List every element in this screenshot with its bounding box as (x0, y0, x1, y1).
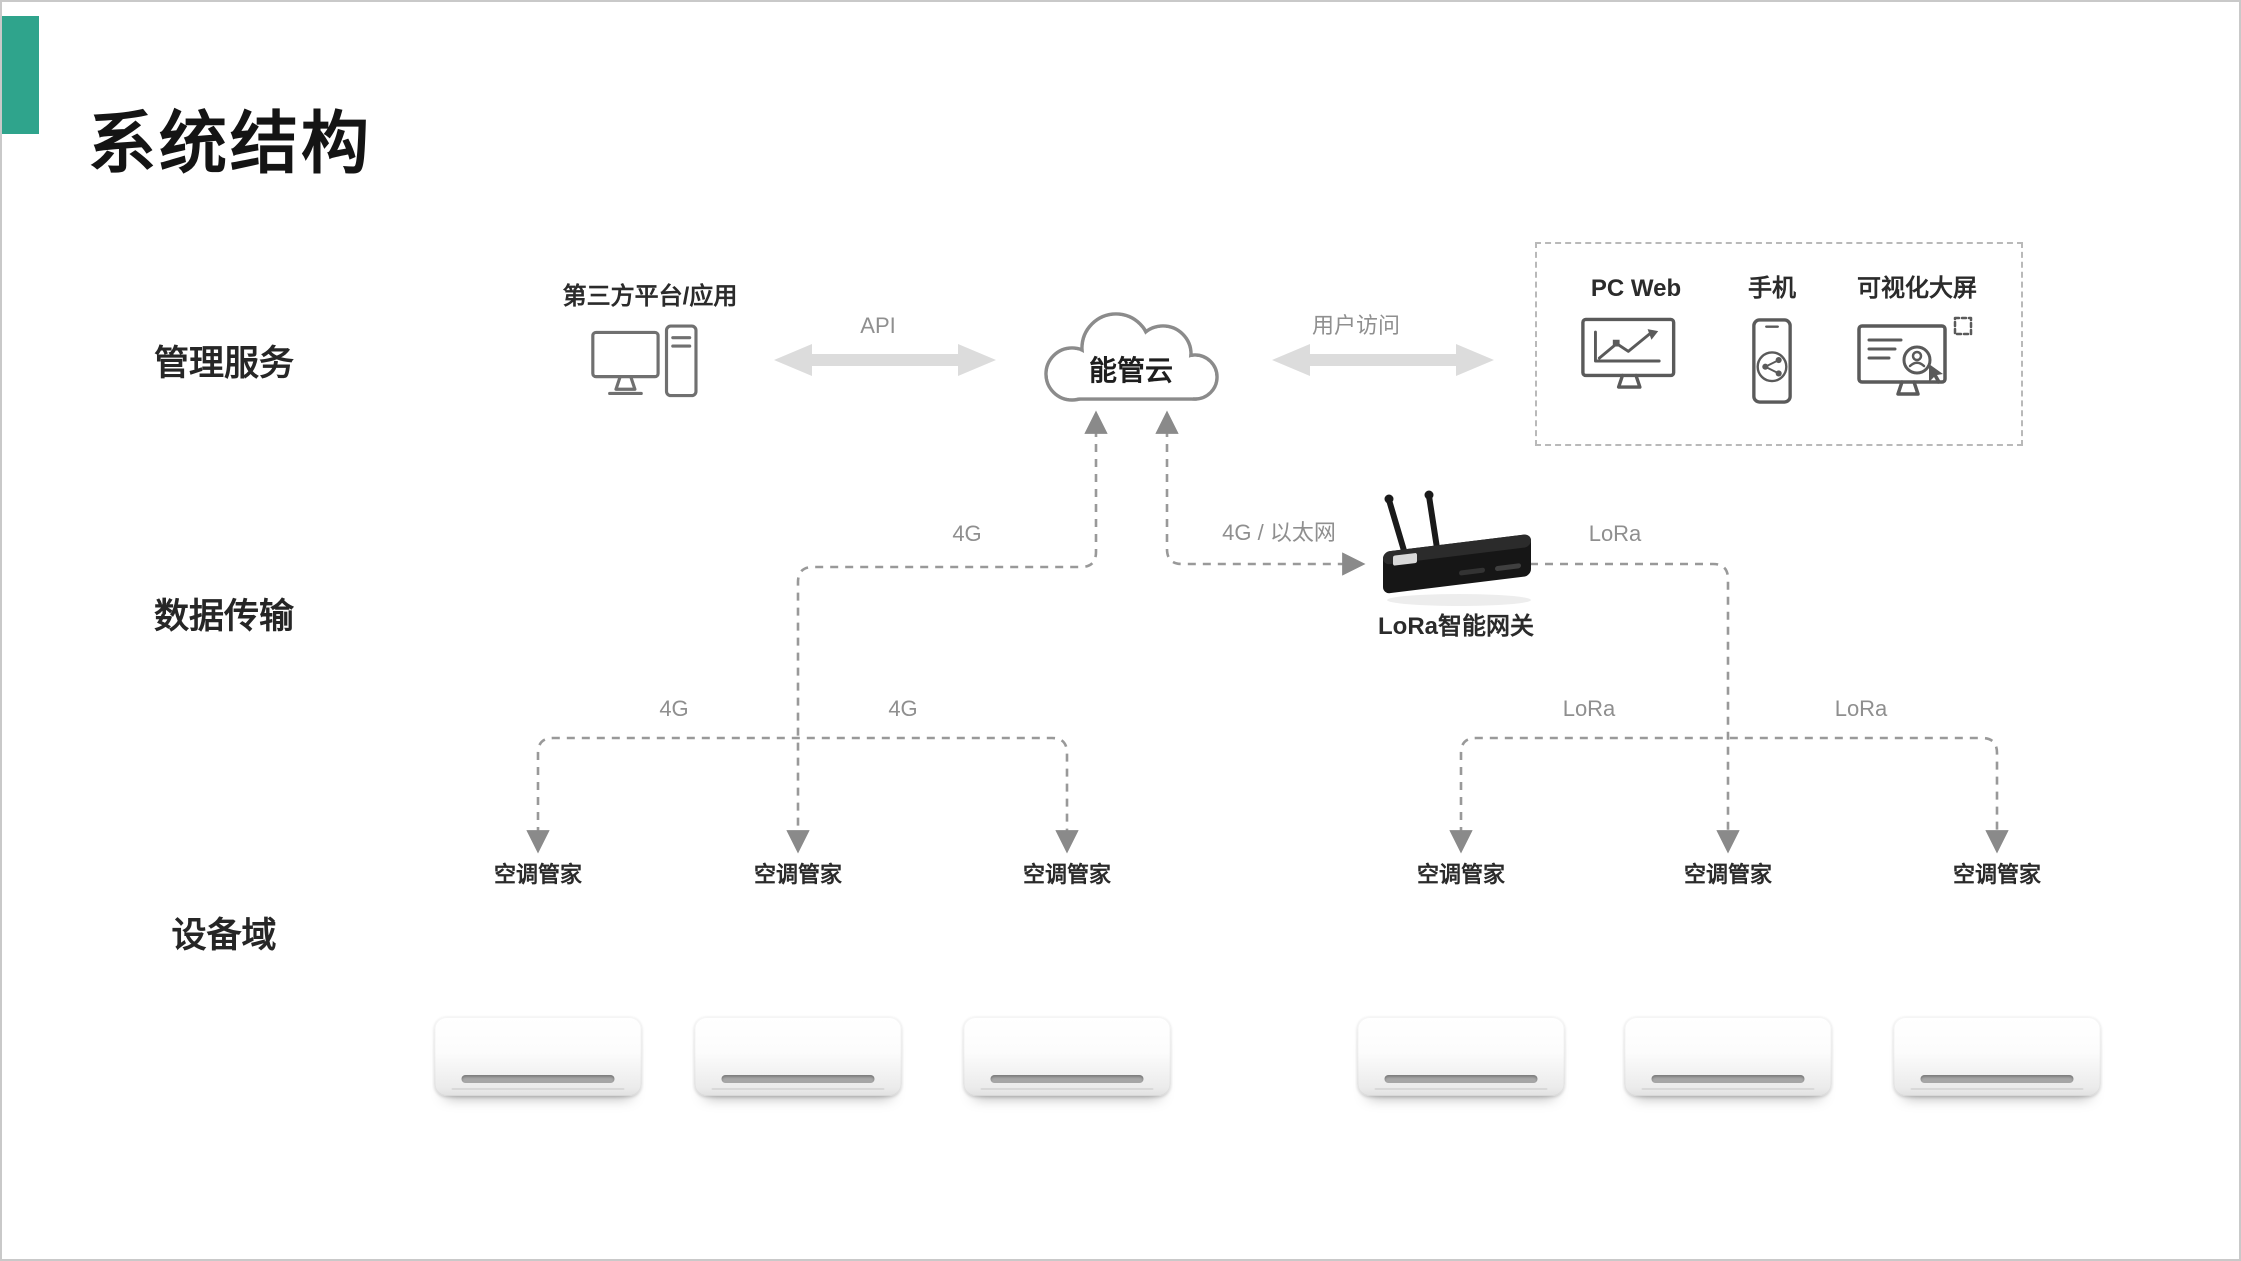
row-label-management: 管理服务 (153, 344, 295, 383)
link-label-4g-branch-right: 4G (888, 696, 918, 721)
device-column-3: 空调管家 (963, 860, 1171, 1096)
page-title: 系统结构 (88, 105, 373, 182)
air-conditioner-unit (1893, 1017, 2101, 1096)
link-label-4g-cloud: 4G (952, 521, 982, 546)
visualization-screen-icon (1857, 316, 1973, 396)
mobile-phone-icon (1752, 318, 1792, 404)
link-cloud-4g-to-butler2 (786, 410, 1108, 854)
user-access-double-arrow-icon (1272, 344, 1494, 376)
ac-butler-label: 空调管家 (1416, 862, 1505, 887)
link-label-lora-branch-left: LoRa (1562, 696, 1616, 721)
device-column-1: 空调管家 (434, 860, 642, 1096)
client-mobile-phone-label: 手机 (1748, 275, 1796, 302)
third-party-platform-node: 第三方平台/应用 (562, 282, 738, 404)
device-column-5: 空调管家 (1624, 860, 1832, 1096)
link-label-lora-branch-right: LoRa (1834, 696, 1888, 721)
cloud-icon: 能管云 (1044, 312, 1219, 402)
link-label-lora-gateway: LoRa (1588, 521, 1642, 546)
air-conditioner-unit (963, 1017, 1171, 1096)
client-visualization-screen-label: 可视化大屏 (1857, 275, 1977, 302)
air-conditioner-unit (434, 1017, 642, 1096)
link-label-4g-branch-left: 4G (659, 696, 689, 721)
link-4g-branch-butler1-butler3 (526, 736, 1079, 854)
clients-box: PC Web 手机 可视化大屏 (1535, 242, 2023, 446)
user-access-label: 用户访问 (1311, 313, 1401, 338)
ac-butler-label: 空调管家 (753, 862, 842, 887)
ac-butler-label: 空调管家 (1022, 862, 1111, 887)
air-conditioner-unit (1624, 1017, 1832, 1096)
client-pc-web-label: PC Web (1590, 275, 1682, 302)
device-column-4: 空调管家 (1357, 860, 1565, 1096)
device-column-2: 空调管家 (694, 860, 902, 1096)
client-mobile-phone: 手机 (1748, 274, 1796, 406)
lora-gateway-label: LoRa智能网关 (1378, 613, 1534, 640)
air-conditioner-unit (1357, 1017, 1565, 1096)
desktop-computer-icon (591, 324, 698, 398)
client-visualization-screen: 可视化大屏 (1857, 274, 1977, 404)
api-link-label: API (860, 313, 896, 338)
row-label-transmission: 数据传输 (153, 597, 295, 636)
lora-gateway-node: LoRa智能网关 (1371, 488, 1541, 642)
lora-gateway-icon (1383, 490, 1531, 606)
link-lora-branch-butler4-butler6 (1449, 736, 2009, 854)
client-pc-web: PC Web (1580, 274, 1692, 406)
accent-bar (2, 16, 39, 134)
api-double-arrow-icon (774, 344, 996, 376)
device-column-6: 空调管家 (1893, 860, 2101, 1096)
air-conditioner-unit (694, 1017, 902, 1096)
row-label-devices: 设备域 (171, 916, 277, 955)
link-label-4g-ethernet: 4G / 以太网 (1222, 520, 1336, 545)
ac-butler-label: 空调管家 (1952, 862, 2041, 887)
pc-web-monitor-icon (1581, 317, 1676, 389)
ac-butler-label: 空调管家 (1683, 862, 1772, 887)
cloud-label: 能管云 (1089, 354, 1173, 386)
ac-butler-label: 空调管家 (493, 862, 582, 887)
third-party-platform-label: 第三方平台/应用 (562, 283, 738, 310)
link-gateway-lora-to-butler5 (1530, 562, 1740, 854)
